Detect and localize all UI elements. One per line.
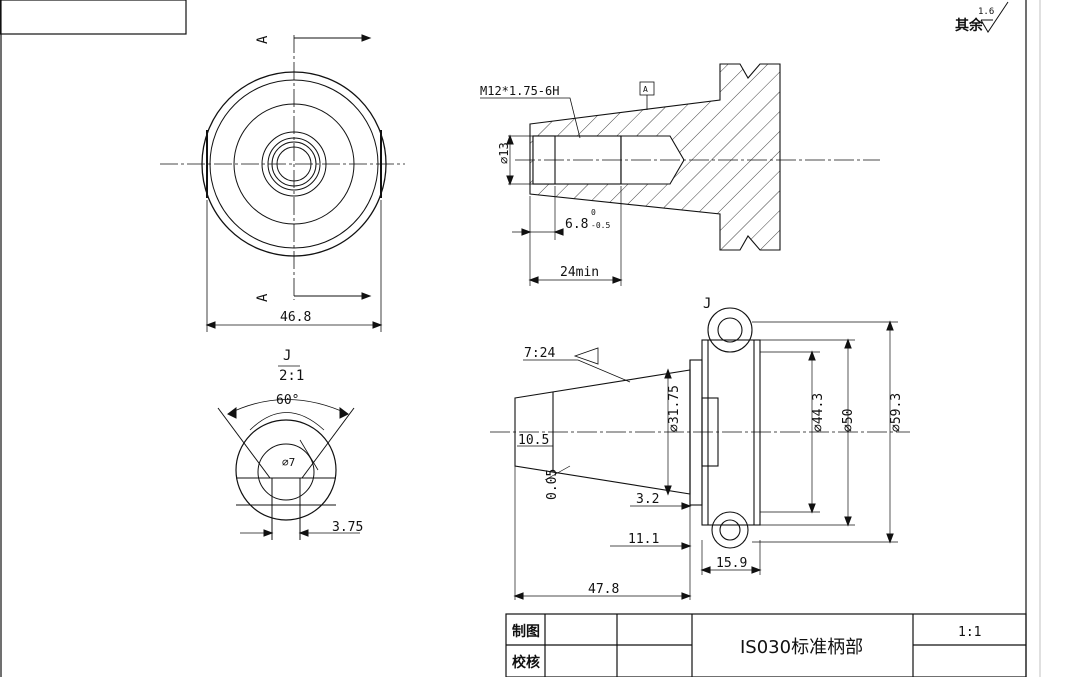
detail-j-view: [217, 365, 360, 540]
section-marker-top: A: [255, 35, 271, 44]
thread-callout: M12*1.75-6H: [480, 84, 559, 98]
section-marker-bottom: A: [255, 293, 271, 302]
datum-marker: A: [643, 85, 648, 94]
flange-len-dim: 11.1: [628, 532, 659, 547]
dia-50-dim: ⌀50: [841, 409, 856, 432]
taper-dia-dim: ⌀31.75: [667, 385, 682, 432]
roughness-label: 其余: [955, 17, 984, 34]
roughness-symbol-icon: [980, 1, 1009, 33]
drawing-scale: 1:1: [958, 625, 981, 640]
detail-scale: 2:1: [279, 368, 304, 384]
side-detail-ref: J: [703, 296, 711, 312]
tolerance-dim: 0.05: [545, 469, 560, 500]
flange-dist-dim: 3.2: [636, 492, 659, 507]
detail-width-dim: 3.75: [332, 520, 363, 535]
drawing-title: IS030标准柄部: [740, 637, 863, 658]
detail-angle: 60°: [276, 393, 299, 408]
side-view: [490, 307, 910, 600]
dia-59-dim: ⌀59.3: [889, 393, 904, 432]
small-end-dim: 10.5: [518, 433, 549, 448]
checked-by-label: 校核: [512, 654, 540, 671]
depth-tol-upper: 0: [591, 208, 596, 217]
bore-dia-dim: ⌀13: [497, 142, 511, 164]
drawn-by-label: 制图: [512, 623, 540, 640]
front-view: [160, 34, 405, 332]
flange-width-dim: 15.9: [716, 556, 747, 571]
depth-dim: 6.8: [565, 217, 588, 232]
taper-ratio: 7:24: [524, 346, 555, 361]
detail-hole-dia: ⌀7: [282, 456, 295, 469]
roughness-value: 1.6: [978, 7, 994, 17]
depth-tol-lower: -0.5: [591, 221, 610, 230]
thread-depth-dim: 24min: [560, 265, 599, 280]
title-block: [505, 613, 1027, 677]
surface-roughness-note: 其余 1.6: [955, 1, 1009, 34]
sheet-frame: [0, 0, 1041, 677]
section-view: [480, 63, 880, 286]
front-width-dim: 46.8: [280, 310, 311, 325]
dia-44-dim: ⌀44.3: [811, 393, 826, 432]
overall-len-dim: 47.8: [588, 582, 619, 597]
detail-label: J: [283, 348, 291, 364]
